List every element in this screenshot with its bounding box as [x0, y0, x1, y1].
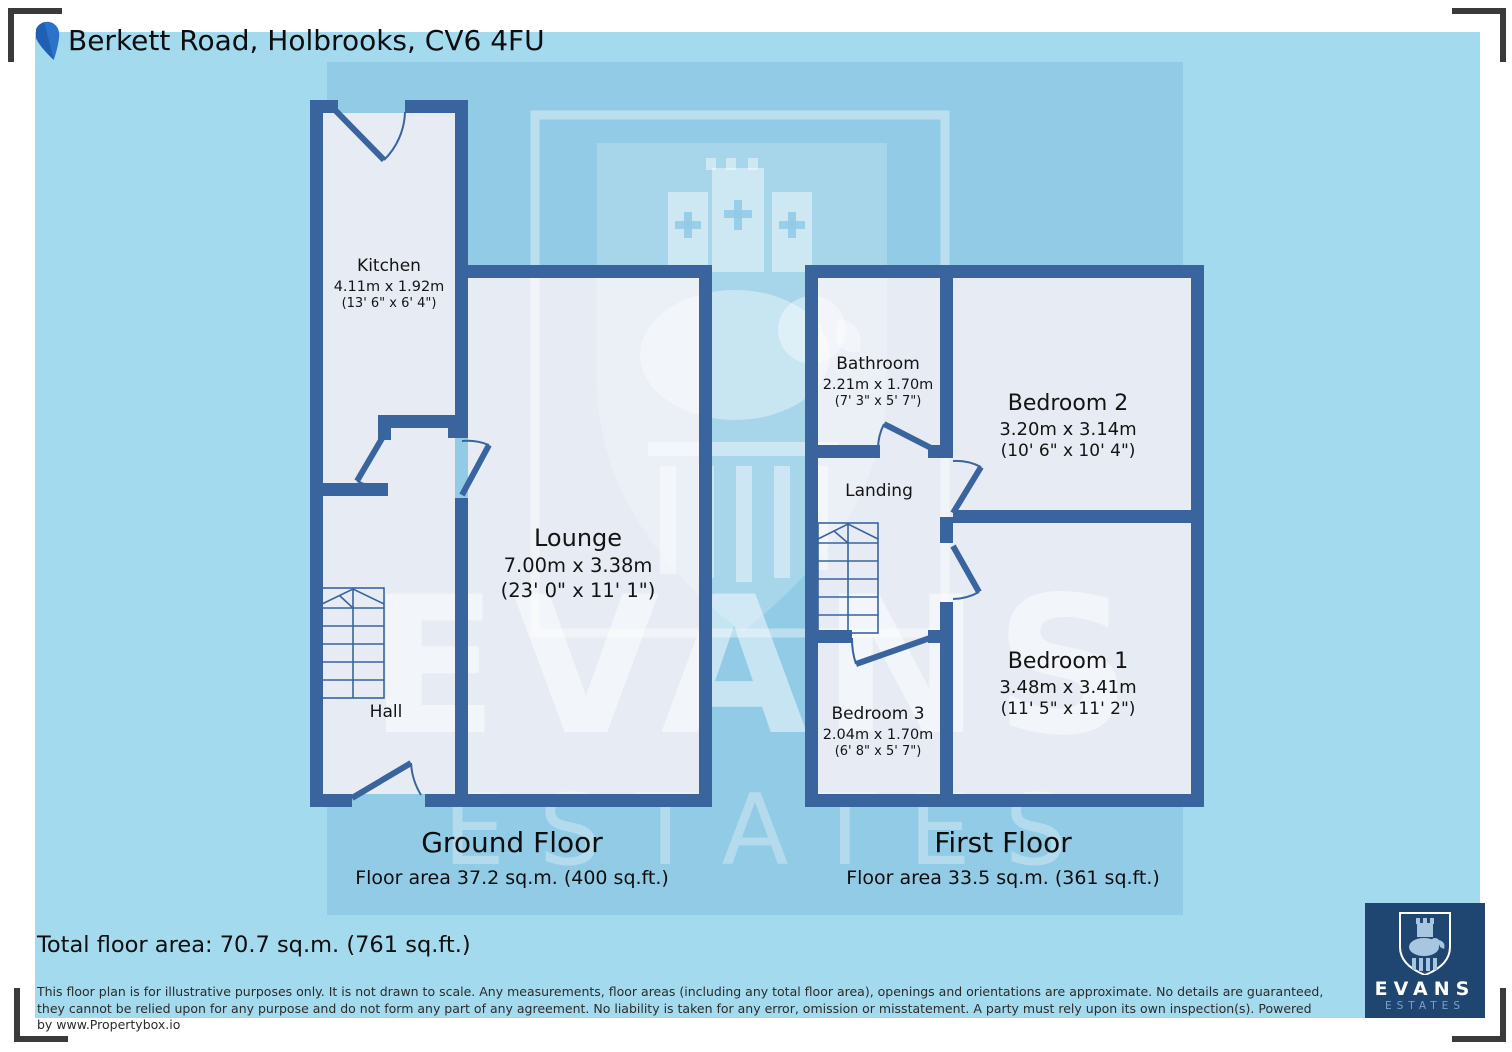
- hall-lounge-door: [459, 439, 492, 497]
- room-name: Bedroom 3: [831, 704, 925, 724]
- corner-bracket-bottom-right: [1452, 988, 1506, 1042]
- room-dim-metric: 3.48m x 3.41m: [999, 677, 1137, 699]
- door-swings: [332, 107, 984, 801]
- kitchen-label: Kitchen 4.11m x 1.92m (13' 6" x 6' 4"): [334, 256, 445, 313]
- hall-staircase: [321, 587, 385, 699]
- ground-floor-title: Ground Floor Floor area 37.2 sq.m. (400 …: [355, 826, 669, 889]
- room-dim-imperial: (13' 6" x 6' 4"): [341, 296, 437, 312]
- page-title: Berkett Road, Holbrooks, CV6 4FU: [68, 24, 545, 57]
- room-name: Bedroom 2: [1007, 391, 1129, 416]
- disclaimer-line: they cannot be relied upon for any purpo…: [37, 1000, 1312, 1016]
- room-dim-imperial: (6' 8" x 5' 7"): [834, 744, 922, 760]
- lounge-label: Lounge 7.00m x 3.38m (23' 0" x 11' 1"): [501, 523, 656, 604]
- room-dim-imperial: (7' 3" x 5' 7"): [834, 394, 922, 410]
- ground-floor-walls: [310, 100, 712, 807]
- kitchen-hall-door: [354, 433, 387, 488]
- bathroom-label: Bathroom 2.21m x 1.70m (7' 3" x 5' 7"): [823, 354, 934, 411]
- corner-bracket-top-left: [8, 8, 62, 62]
- room-dim-imperial: (23' 0" x 11' 1"): [500, 578, 656, 602]
- bedroom2-label: Bedroom 2 3.20m x 3.14m (10' 6" x 10' 4"…: [999, 390, 1136, 463]
- floor-name: Ground Floor: [421, 826, 603, 859]
- floor-name: First Floor: [934, 826, 1072, 859]
- bedroom2-door: [950, 459, 984, 515]
- disclaimer-line: This floor plan is for illustrative purp…: [37, 984, 1324, 999]
- disclaimer-line: by www.Propertybox.io: [37, 1017, 181, 1032]
- front-door: [350, 760, 422, 801]
- room-dim-metric: 2.04m x 1.70m: [822, 726, 934, 743]
- room-dim-metric: 7.00m x 3.38m: [503, 553, 653, 577]
- total-floor-area: Total floor area: 70.7 sq.m. (761 sq.ft.…: [37, 932, 471, 958]
- disclaimer: This floor plan is for illustrative purp…: [37, 984, 1323, 1034]
- logo-tagline: ESTATES: [1385, 1000, 1465, 1012]
- logo-crest-icon: [1399, 912, 1451, 977]
- landing-label: Landing: [845, 481, 913, 501]
- room-name: Bathroom: [836, 354, 920, 374]
- map-pin-icon: [36, 21, 60, 60]
- bedroom3-door: [850, 635, 931, 667]
- first-floor-title: First Floor Floor area 33.5 sq.m. (361 s…: [846, 826, 1160, 889]
- floor-area: Floor area 37.2 sq.m. (400 sq.ft.): [355, 867, 669, 889]
- room-name: Lounge: [533, 524, 623, 552]
- room-name: Bedroom 1: [1007, 649, 1129, 674]
- room-dim-imperial: (11' 5" x 11' 2"): [1000, 699, 1136, 720]
- bedroom3-label: Bedroom 3 2.04m x 1.70m (6' 8" x 5' 7"): [823, 704, 934, 761]
- evans-estates-logo: EVANS ESTATES: [1365, 903, 1485, 1018]
- room-name: Kitchen: [357, 256, 421, 276]
- logo-name: EVANS: [1374, 978, 1476, 1000]
- landing-staircase: [817, 522, 879, 634]
- room-dim-metric: 4.11m x 1.92m: [333, 278, 445, 295]
- kitchen-door: [332, 107, 406, 163]
- bathroom-door: [876, 421, 935, 452]
- first-floor-walls: [805, 265, 1204, 807]
- bedroom1-door: [950, 544, 982, 600]
- hall-label: Hall: [369, 702, 403, 722]
- corner-bracket-top-right: [1452, 8, 1506, 62]
- floor-area: Floor area 33.5 sq.m. (361 sq.ft.): [846, 867, 1160, 889]
- room-dim-imperial: (10' 6" x 10' 4"): [1000, 441, 1136, 462]
- room-dim-metric: 2.21m x 1.70m: [822, 376, 934, 393]
- room-dim-metric: 3.20m x 3.14m: [999, 419, 1137, 441]
- corner-bracket-bottom-left: [14, 988, 68, 1042]
- bedroom1-label: Bedroom 1 3.48m x 3.41m (11' 5" x 11' 2"…: [999, 648, 1136, 721]
